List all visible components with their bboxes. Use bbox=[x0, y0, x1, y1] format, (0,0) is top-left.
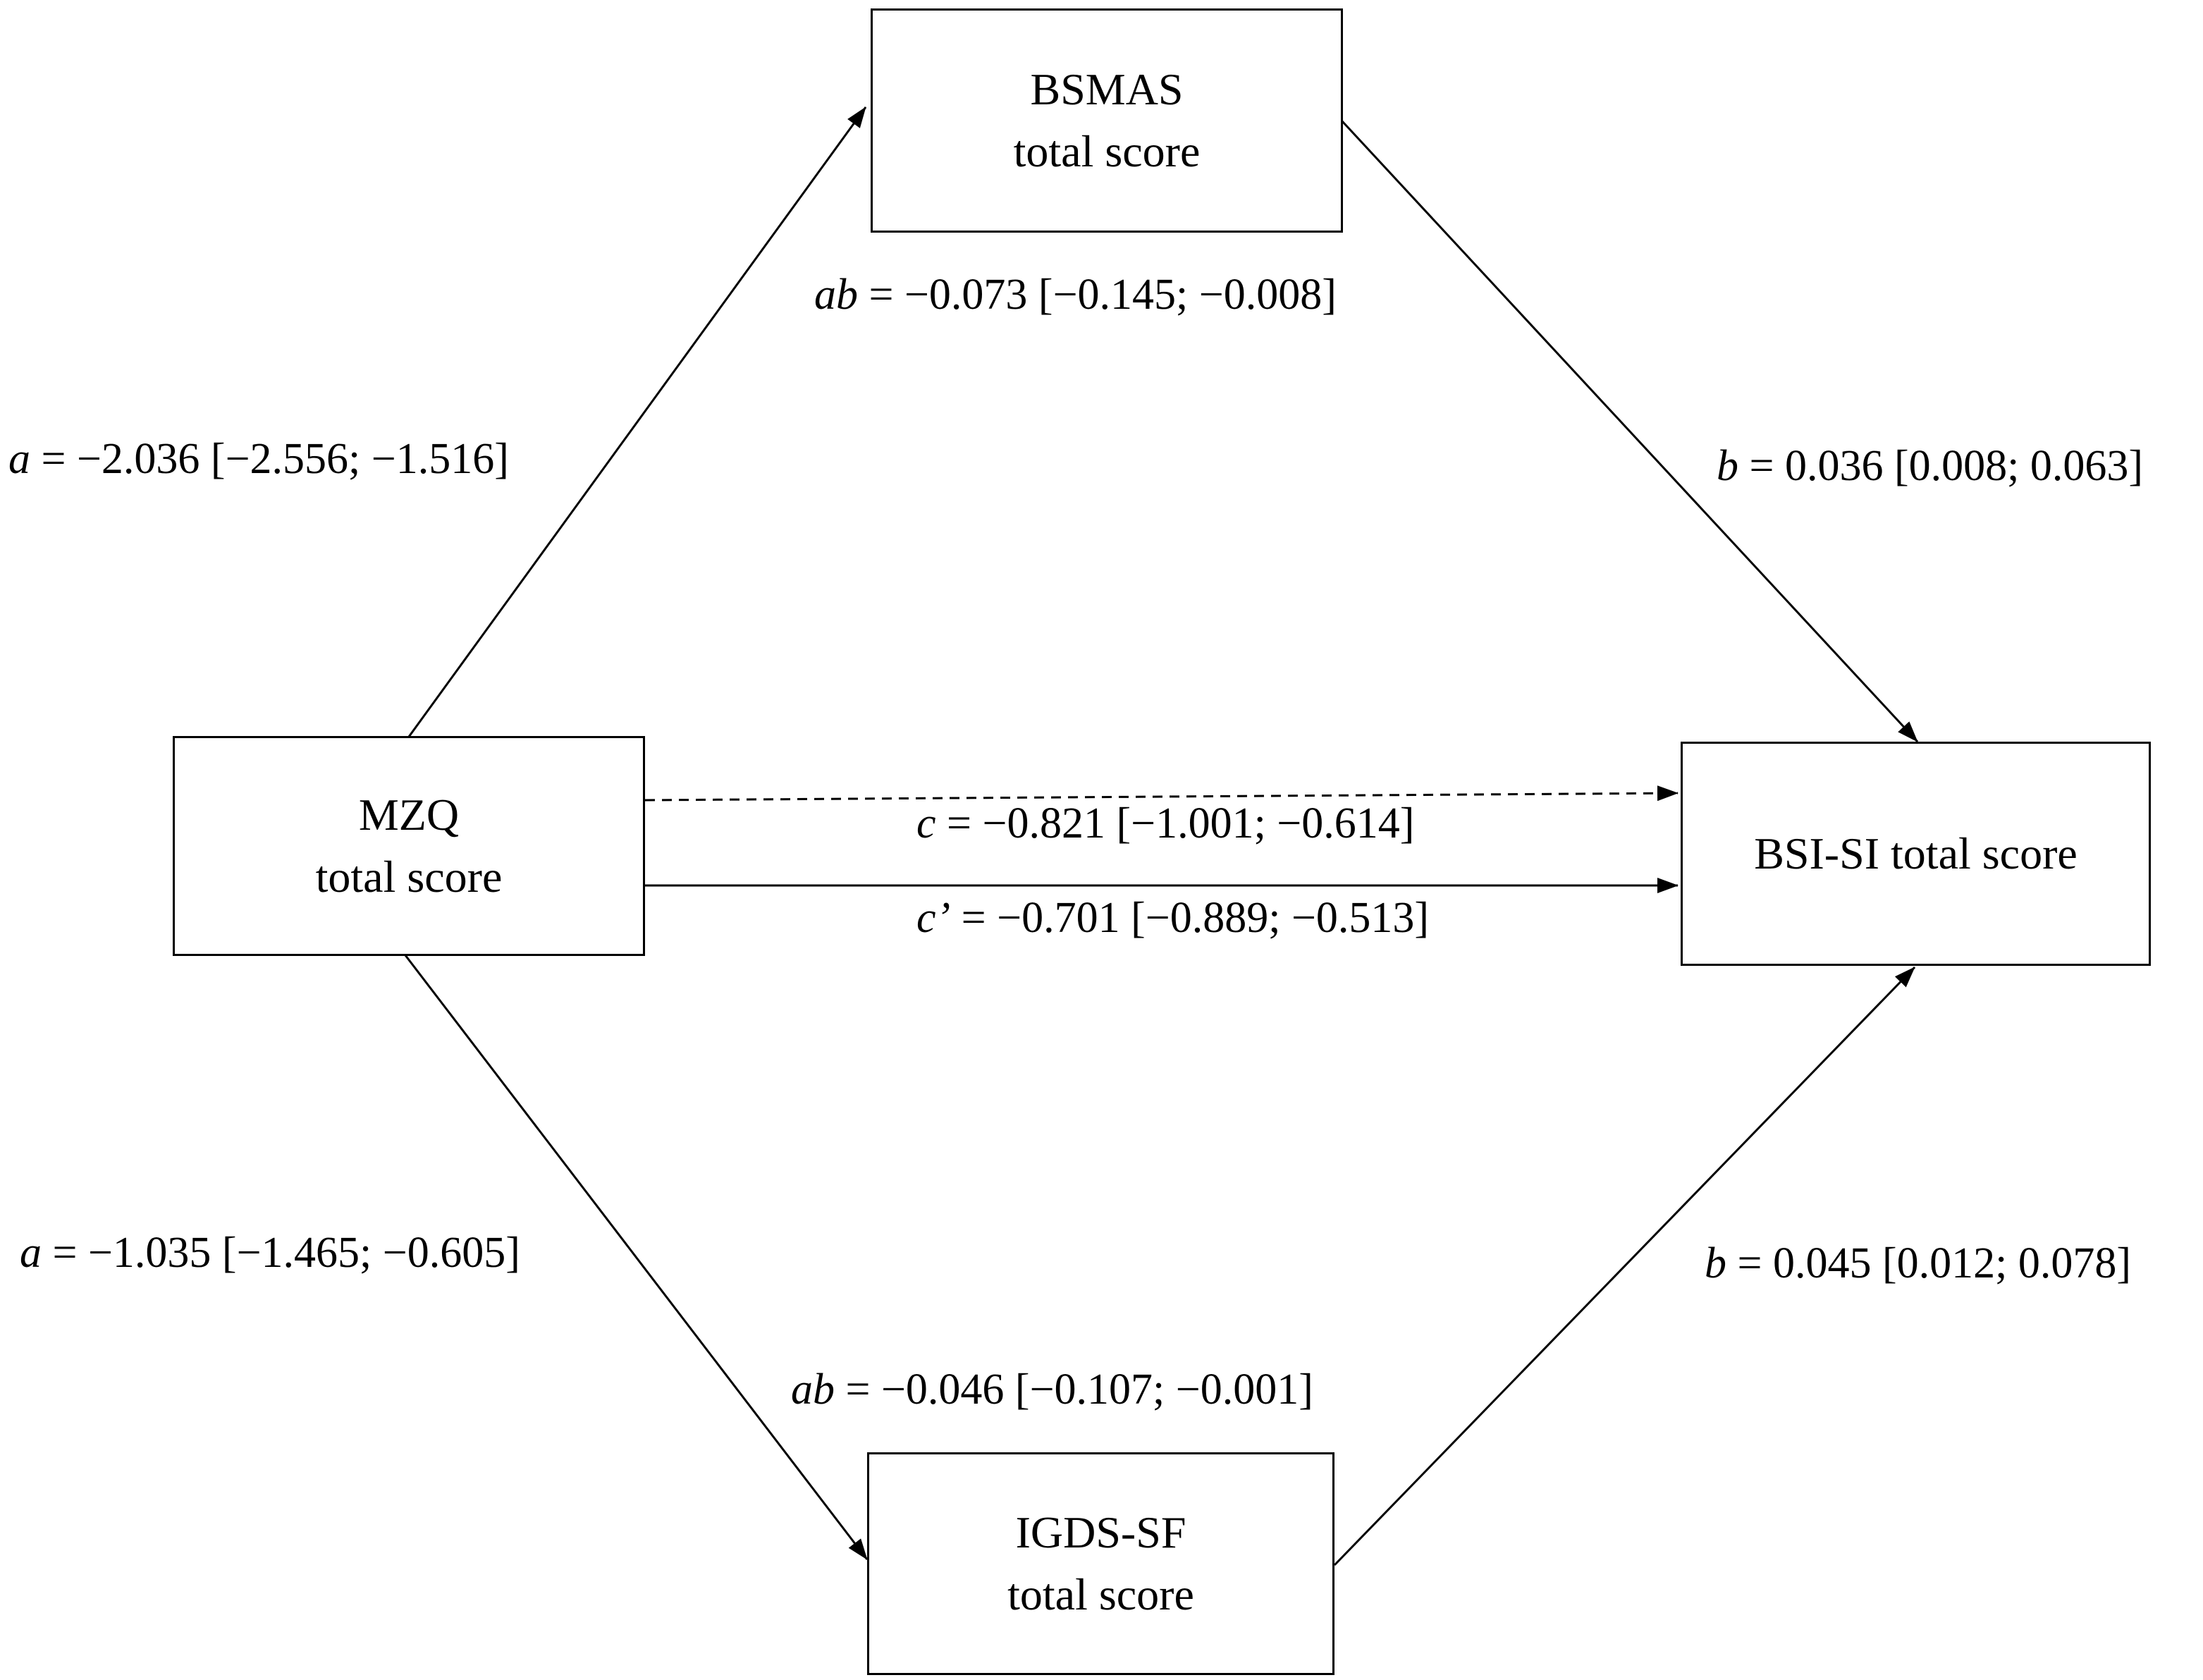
label-c-direct: c’ = −0.701 [−0.889; −0.513] bbox=[916, 893, 1429, 943]
label-a-top-symbol: a bbox=[8, 435, 30, 483]
arrow-bsmas-to-bsi bbox=[1341, 120, 1919, 743]
label-ab-bottom: ab = −0.046 [−0.107; −0.001] bbox=[791, 1365, 1313, 1414]
label-b-bottom: b = 0.045 [0.012; 0.078] bbox=[1705, 1239, 2131, 1288]
label-c-direct-value: = −0.701 [−0.889; −0.513] bbox=[950, 894, 1430, 942]
label-a-top: a = −2.036 [−2.556; −1.516] bbox=[8, 434, 509, 484]
node-bsmas-subtitle: total score bbox=[1013, 126, 1201, 176]
label-a-bottom-symbol: a bbox=[20, 1229, 42, 1277]
label-ab-top: ab = −0.073 [−0.145; −0.008] bbox=[814, 270, 1337, 319]
node-mzq: MZQ total score bbox=[173, 736, 645, 956]
node-igds-sf-subtitle: total score bbox=[1007, 1569, 1194, 1619]
node-igds-sf: IGDS-SF total score bbox=[867, 1452, 1334, 1675]
label-c-total: c = −0.821 [−1.001; −0.614] bbox=[916, 799, 1414, 848]
node-bsmas: BSMAS total score bbox=[871, 8, 1343, 233]
node-bsi-si-title: BSI-SI total score bbox=[1754, 828, 2078, 878]
arrow-mzq-to-bsmas bbox=[407, 106, 867, 737]
label-c-total-value: = −0.821 [−1.001; −0.614] bbox=[935, 799, 1415, 847]
label-a-top-value: = −2.036 [−2.556; −1.516] bbox=[30, 435, 509, 483]
label-a-bottom: a = −1.035 [−1.465; −0.605] bbox=[20, 1228, 520, 1277]
label-ab-top-symbol: ab bbox=[814, 271, 858, 319]
node-bsi-si: BSI-SI total score bbox=[1681, 742, 2151, 966]
arrow-mzq-to-igds bbox=[404, 955, 869, 1560]
label-b-bottom-symbol: b bbox=[1705, 1239, 1726, 1287]
node-mzq-title: MZQ bbox=[358, 790, 460, 840]
label-b-top-value: = 0.036 [0.008; 0.063] bbox=[1738, 442, 2143, 490]
arrow-mzq-to-bsi-dashed bbox=[644, 785, 1679, 802]
arrow-igds-to-bsi bbox=[1333, 966, 1916, 1566]
label-b-top-symbol: b bbox=[1717, 442, 1738, 490]
label-b-bottom-value: = 0.045 [0.012; 0.078] bbox=[1726, 1239, 2131, 1287]
label-c-direct-symbol: c’ bbox=[916, 894, 951, 942]
label-b-top: b = 0.036 [0.008; 0.063] bbox=[1717, 441, 2143, 491]
label-c-total-symbol: c bbox=[916, 799, 936, 847]
node-bsmas-title: BSMAS bbox=[1030, 64, 1184, 114]
label-ab-bottom-symbol: ab bbox=[791, 1366, 835, 1414]
label-ab-top-value: = −0.073 [−0.145; −0.008] bbox=[858, 271, 1337, 319]
label-ab-bottom-value: = −0.046 [−0.107; −0.001] bbox=[835, 1366, 1313, 1414]
node-igds-sf-title: IGDS-SF bbox=[1015, 1507, 1186, 1557]
label-a-bottom-value: = −1.035 [−1.465; −0.605] bbox=[42, 1229, 520, 1277]
node-mzq-subtitle: total score bbox=[315, 852, 503, 902]
